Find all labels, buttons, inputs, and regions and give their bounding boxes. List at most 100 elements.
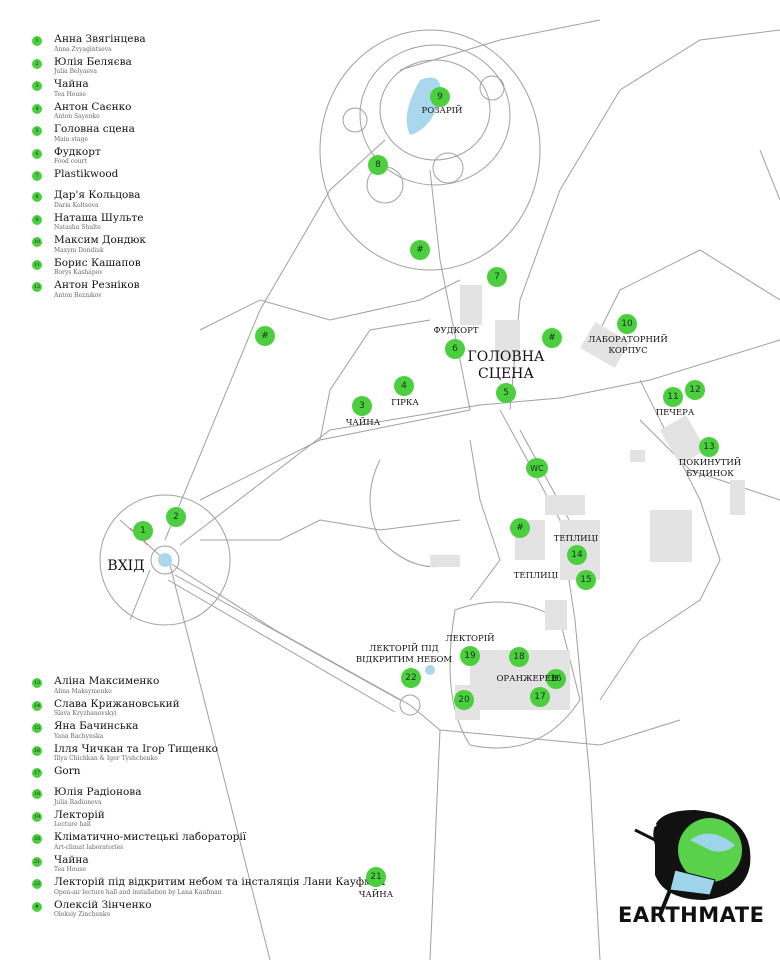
legend-marker-icon: 1 (32, 36, 42, 46)
place-label: ТЕПЛИЦІ (513, 571, 559, 581)
map-marker-9[interactable]: 9 (430, 87, 450, 107)
zinchenko-marker[interactable]: # (510, 518, 530, 538)
legend-item: 3 Чайна Tea House (32, 79, 146, 98)
legend-item: 5 Головна сцена Main stage (32, 124, 146, 143)
map-marker-8[interactable]: 8 (368, 155, 388, 175)
legend-subtitle: Natasha Shulte (54, 224, 101, 231)
map-marker-6[interactable]: 6 (445, 339, 465, 359)
legend-item: 22 Лекторій під відкритим небом та інста… (32, 877, 386, 896)
map-marker-11[interactable]: 11 (663, 387, 683, 407)
legend-title: Plastikwood (54, 168, 119, 180)
legend-title: Юлія Радіонова (54, 786, 142, 798)
map-marker-18[interactable]: 18 (509, 647, 529, 667)
legend-item: 8 Дар'я Кольцова Daria Koltsova (32, 190, 146, 209)
earthmate-logo-text: EARTHMATE (618, 903, 765, 927)
legend-item: 15 Яна Бачинська Yana Bachynska (32, 721, 386, 740)
zinchenko-marker[interactable]: # (542, 328, 562, 348)
place-label: ОРАНЖЕРЕЯ (496, 674, 558, 684)
legend-title: Головна сцена (54, 123, 135, 135)
map-marker-12[interactable]: 12 (685, 380, 705, 400)
legend-title: Фудкорт (54, 145, 101, 158)
map-marker-16[interactable]: 16 (546, 669, 566, 689)
place-label: ГОЛОВНА СЦЕНА (467, 349, 545, 382)
legend-title: Дар'я Кольцова (54, 189, 141, 201)
legend-item: # Олексій Зінченко Oleksiy Zinchenko (32, 899, 386, 919)
map-marker-7[interactable]: 7 (487, 267, 507, 287)
zinchenko-marker[interactable]: # (255, 326, 275, 346)
legend-subtitle: Julia Radionova (54, 798, 102, 806)
legend-title: Лекторій (54, 808, 105, 821)
map-marker-15[interactable]: 15 (576, 570, 596, 590)
place-label: РОЗАРІЙ (421, 106, 463, 116)
legend-subtitle: Food court (54, 158, 87, 165)
map-marker-5[interactable]: 5 (496, 383, 516, 403)
place-label: ЛЕКТОРІЙ (445, 634, 495, 644)
map-marker-2[interactable]: 2 (166, 507, 186, 527)
map-marker-10[interactable]: 10 (617, 314, 637, 334)
legend-subtitle: Illya Chichkan & Igor Tyshchenko (54, 755, 158, 762)
legend-marker-icon: 6 (32, 148, 42, 159)
legend-title: Аліна Максименко (54, 675, 160, 687)
map-marker-17[interactable]: 17 (530, 687, 550, 707)
map-marker-21[interactable]: 21 (366, 867, 386, 887)
legend-marker-icon: 3 (32, 81, 42, 91)
legend-subtitle: Open-air lecture hall and installation b… (54, 888, 222, 896)
legend-subtitle: Lecture hall (54, 821, 91, 828)
legend-subtitle: Maxym Dondiuk (54, 246, 104, 254)
legend-title: Анна Звягінцева (54, 33, 146, 45)
legend-item: 17 Gorn (32, 766, 386, 778)
legend-subtitle: Borys Kashapov (54, 269, 103, 276)
legend-marker-icon: 14 (32, 700, 42, 711)
legend-item: 21 Чайна Tea House (32, 853, 386, 874)
legend-marker-icon: 15 (32, 723, 42, 733)
map-marker-13[interactable]: 13 (699, 437, 719, 457)
legend-item: 19 Лекторій Lecture hall (32, 808, 386, 829)
legend-title: Антон Резніков (54, 279, 140, 291)
legend-item: 13 Аліна Максименко Alina Maksymenko (32, 676, 386, 695)
legend-marker-icon: # (32, 901, 42, 912)
legend-title: Gorn (54, 765, 81, 777)
place-label: ФУДКОРТ (433, 326, 479, 336)
legend-marker-icon: 10 (32, 237, 42, 247)
place-label: ЧАЙНА (345, 418, 381, 428)
legend-title: Чайна (54, 78, 89, 90)
legend-marker-icon: 13 (32, 678, 42, 688)
place-label: ПОКИНУТИЙ БУДИНОК (678, 458, 742, 480)
legend-subtitle: Tea House (54, 866, 86, 873)
legend-bottom: 13 Аліна Максименко Alina Maksymenko 14 С… (32, 676, 386, 922)
legend-item: 16 Ілля Чичкан та Ігор Тищенко Illya Chi… (32, 742, 386, 763)
legend-marker-icon: 22 (32, 879, 42, 889)
legend-item: 18 Юлія Радіонова Julia Radionova (32, 787, 386, 806)
map-marker-1[interactable]: 1 (133, 521, 153, 541)
legend-item: 4 Антон Саєнко Anton Sayenko (32, 101, 146, 121)
legend-title: Ілля Чичкан та Ігор Тищенко (54, 742, 218, 755)
legend-title: Юлія Беляєва (54, 55, 132, 68)
map-marker-4[interactable]: 4 (394, 376, 414, 396)
map-marker-14[interactable]: 14 (567, 545, 587, 565)
legend-subtitle: Yana Bachynska (54, 732, 104, 740)
legend-subtitle: Anton Sayenko (54, 113, 100, 120)
legend-subtitle: Anton Reznikov (54, 291, 102, 299)
legend-marker-icon: 9 (32, 214, 42, 225)
legend-title: Наташа Шульте (54, 211, 144, 224)
legend-marker-icon: 17 (32, 768, 42, 778)
legend-item: 14 Слава Крижановський Slava Kryzhanovsk… (32, 698, 386, 718)
map-marker-19[interactable]: 19 (460, 646, 480, 666)
wc-marker[interactable]: WC (526, 458, 548, 478)
legend-item: 6 Фудкорт Food court (32, 145, 146, 166)
legend-subtitle: Oleksiy Zinchenko (54, 911, 111, 918)
legend-marker-icon: 11 (32, 259, 42, 270)
legend-marker-icon: 16 (32, 745, 42, 756)
legend-item: 2 Юлія Беляєва Julia Belyaeva (32, 55, 146, 76)
zinchenko-marker[interactable]: # (410, 240, 430, 260)
map-marker-20[interactable]: 20 (454, 690, 474, 710)
legend-marker-icon: 2 (32, 58, 42, 69)
legend-title: Максим Дондюк (54, 234, 146, 246)
map-marker-3[interactable]: 3 (352, 396, 372, 416)
legend-subtitle: Julia Belyaeva (54, 68, 97, 75)
legend-marker-icon: 20 (32, 834, 42, 844)
legend-marker-icon: 4 (32, 103, 42, 114)
map-marker-22[interactable]: 22 (401, 668, 421, 688)
legend-title: Чайна (54, 853, 89, 866)
